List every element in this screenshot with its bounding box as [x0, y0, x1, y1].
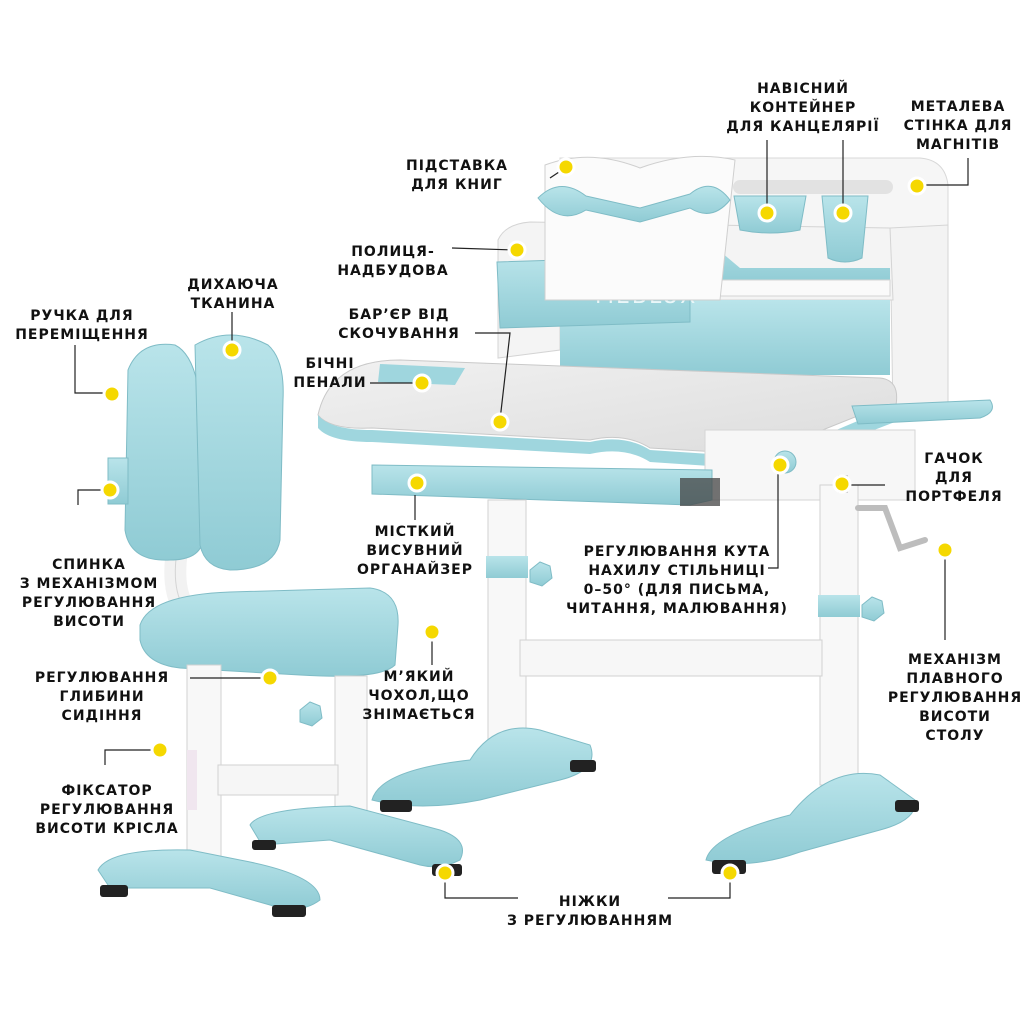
chair-knob [299, 701, 323, 727]
dot-hook [832, 474, 852, 494]
dot-height-mech [935, 540, 955, 560]
dot-tilt [770, 455, 790, 475]
desk-crossbar [519, 639, 823, 677]
chair-glide-2 [272, 905, 306, 917]
desk-foot-left [371, 727, 593, 807]
desk-leg-right-collar [818, 595, 860, 617]
wall-handle-slot [733, 180, 893, 194]
shelf-side-panel [889, 224, 949, 416]
dot-lock [150, 740, 170, 760]
dot-stationery [757, 203, 777, 223]
backrest-right [194, 334, 284, 571]
desk-leg-knob-right [861, 596, 885, 622]
chair-leg-front [186, 664, 222, 861]
dot-metal-wall [907, 176, 927, 196]
dot-depth [260, 668, 280, 688]
desk-glide-2 [570, 760, 596, 772]
desk-leg-left-collar [486, 556, 528, 578]
chair-glide-3 [252, 840, 276, 850]
book-stand-clip [537, 185, 731, 223]
dot-organizer [407, 473, 427, 493]
dot-feet-chair [435, 863, 455, 883]
crank-handle [855, 505, 928, 552]
chair-foot-front [97, 849, 321, 910]
desk-leg-right [819, 484, 859, 786]
chair-height-scale [187, 750, 197, 810]
dot-book-stand [556, 157, 576, 177]
dot-breathable [222, 340, 242, 360]
book-stand [544, 155, 736, 301]
dot-backrest [100, 480, 120, 500]
chair-crossbar [217, 764, 339, 796]
side-case-right [851, 399, 993, 425]
dot-feet-desk [720, 863, 740, 883]
stationery-container-cup [821, 195, 869, 263]
dot-shelf [507, 240, 527, 260]
dot-handle [102, 384, 122, 404]
drawer-runner [680, 478, 720, 506]
chair-glide-1 [100, 885, 128, 897]
desk-glide-1 [380, 800, 412, 812]
desk-leg-knob-left [529, 561, 553, 587]
chair-foot-back [249, 805, 463, 868]
label-shelf: ПОЛИЦЯ-НАДБУДОВА [337, 244, 449, 279]
chair [97, 334, 463, 917]
dot-stationery-cup [833, 203, 853, 223]
chair-leg-back [334, 675, 368, 827]
desk: MEBLUX [317, 155, 993, 874]
dot-barrier [490, 412, 510, 432]
desk-glide-4 [895, 800, 919, 812]
desk-foot-right [705, 772, 916, 865]
desk-frame [704, 429, 916, 501]
seat [139, 587, 399, 677]
callout-dots [100, 157, 955, 883]
desk-top-edge [318, 408, 900, 470]
backrest-left [124, 343, 204, 561]
dot-side-cases [412, 373, 432, 393]
dot-cover [422, 622, 442, 642]
